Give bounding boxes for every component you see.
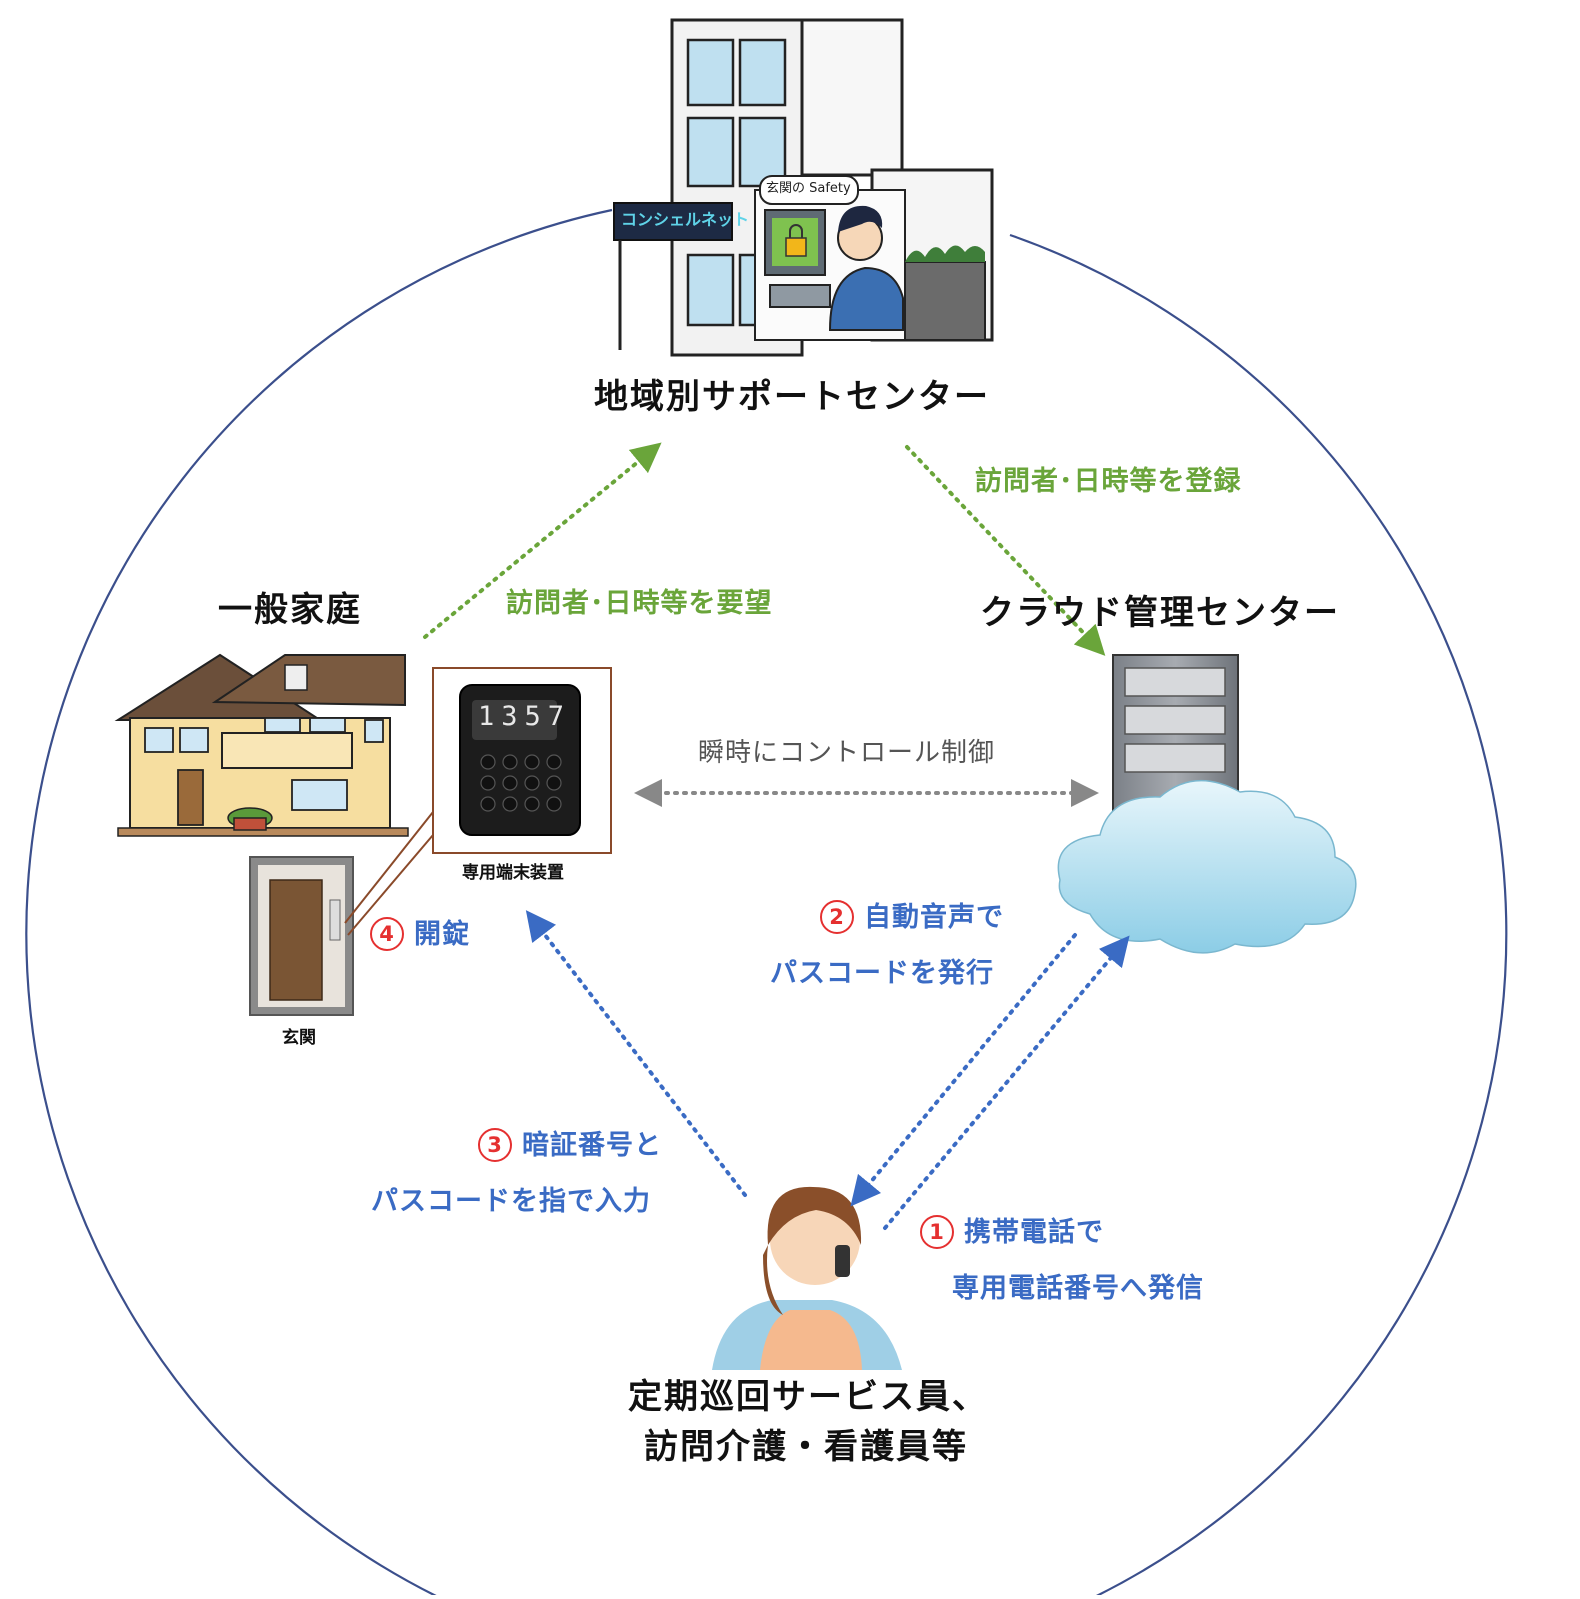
home-title: 一般家庭: [218, 590, 362, 631]
step2-text: 自動音声で: [864, 902, 1004, 933]
step2-line2: パスコードを発行: [770, 958, 994, 990]
control-label: 瞬時にコントロール制御: [698, 738, 995, 769]
request-label: 訪問者･日時等を要望: [506, 588, 773, 620]
step3-line1: 3 暗証番号と: [478, 1128, 662, 1162]
building-sign: コンシェルネット: [621, 210, 749, 229]
keypad-display: 1357: [478, 701, 571, 732]
terminal-label: 専用端末装置: [462, 863, 564, 883]
staff-title-line2: 訪問介護・看護員等: [644, 1427, 968, 1468]
step2-line1: 2 自動音声で: [820, 900, 1004, 934]
step1-line1: 1 携帯電話で: [920, 1215, 1104, 1249]
step2-number: 2: [820, 900, 854, 934]
step1-line2: 専用電話番号へ発信: [952, 1273, 1204, 1305]
register-label: 訪問者･日時等を登録: [975, 466, 1242, 498]
staff-title-line1: 定期巡回サービス員、: [628, 1377, 988, 1418]
cloud-center-title: クラウド管理センター: [980, 593, 1340, 634]
entrance-door: [250, 857, 353, 1015]
step3-number: 3: [478, 1128, 512, 1162]
step4-text: 開錠: [414, 919, 470, 950]
step3-text: 暗証番号と: [522, 1130, 662, 1161]
support-center-title: 地域別サポートセンター: [594, 377, 990, 418]
step3-line2: パスコードを指で入力: [371, 1186, 651, 1218]
cloud-server: [1058, 655, 1356, 953]
step4-line: 4 開錠: [370, 917, 470, 951]
house-illustration: [118, 655, 408, 836]
step1-text: 携帯電話で: [964, 1217, 1104, 1248]
door-label: 玄関: [282, 1028, 316, 1048]
step4-number: 4: [370, 917, 404, 951]
speech-bubble-text: 玄関の Safety: [766, 181, 851, 197]
staff-person: [712, 1187, 902, 1370]
step1-number: 1: [920, 1215, 954, 1249]
